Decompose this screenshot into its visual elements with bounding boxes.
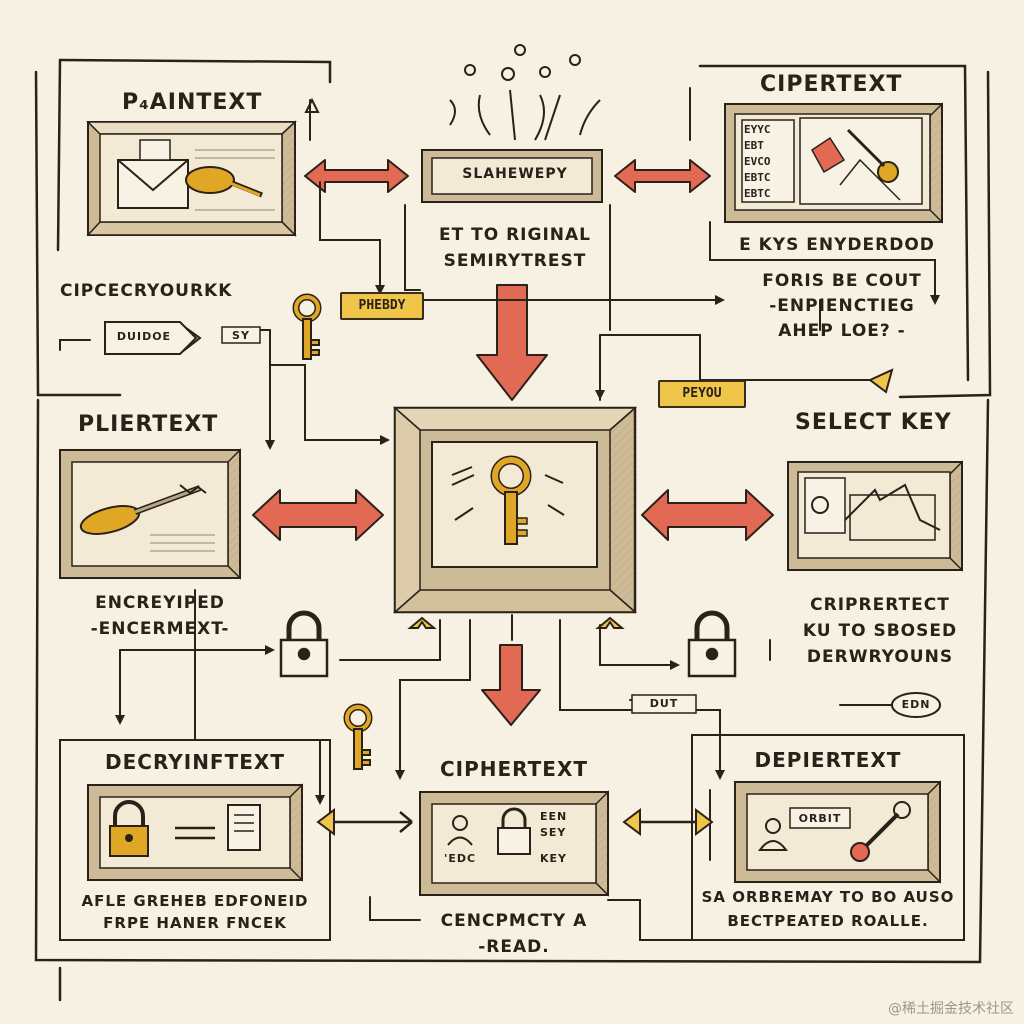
label-center-top-bar: SLAHEWEPY xyxy=(462,166,568,182)
label-right-note-1: FORIS BE COUT xyxy=(762,271,922,291)
label-right-note-2: -ENPIENCTIEG xyxy=(769,296,915,316)
outer-frames xyxy=(34,58,992,1002)
watermark: @稀土掘金技术社区 xyxy=(888,1001,1014,1017)
label-ciphertext-top: CIPERTEXT xyxy=(760,72,903,97)
padlock-icon-right xyxy=(687,610,737,678)
left-small-box xyxy=(221,326,261,344)
ciphertext-box-line: EBTC xyxy=(744,171,771,184)
depier-tag-box xyxy=(789,807,851,829)
label-depier-tag: ORBIT xyxy=(798,812,842,825)
label-encrypted-1: ENCREYIPED xyxy=(95,593,225,613)
small-tag-bottom-box xyxy=(631,694,697,714)
key-icon-upper xyxy=(292,293,322,360)
label-left-tag: DUIDOE xyxy=(116,330,172,343)
yellow-tag-left: PHEBDY xyxy=(340,292,424,320)
label-ciphertext-bottom: CIPHERTEXT xyxy=(439,757,589,781)
label-cipher-box-t3: KEY xyxy=(540,852,568,865)
select-key-panel xyxy=(787,460,963,572)
label-left-note: CIPCECRYOURKK xyxy=(60,281,233,301)
yellow-tag-right: PEYOU xyxy=(658,380,746,408)
label-ciphertext-top-caption: E KYS ENYDERDOD xyxy=(739,235,935,255)
label-depiertext: DEPIERTEXT xyxy=(754,748,902,772)
pliertext-panel xyxy=(59,448,241,580)
center-key-panel xyxy=(393,406,637,614)
label-cipher-caption-1: CENCPMCTY A xyxy=(440,911,588,931)
label-decry-caption-1: AFLE GREHEB EDFONEID xyxy=(81,892,309,910)
sparkle-decoration xyxy=(449,44,601,141)
label-cipher-box-t1: EEN xyxy=(540,810,568,823)
label-right-note-3: AHEP LOE? - xyxy=(778,321,906,341)
decryinftext-panel xyxy=(59,739,331,941)
label-ciprertect-2: KU TO SBOSED xyxy=(802,621,958,641)
label-decry-caption-2: FRPE HANER FNCEK xyxy=(103,914,287,932)
red-down-arrows xyxy=(476,284,548,726)
label-center-top-caption-2: SEMIRYTREST xyxy=(443,251,587,271)
ciphertext-top-box-lines: EYYC EBT EVCO EBTC EBTC xyxy=(744,122,794,202)
ciphertext-top-panel xyxy=(724,102,943,224)
label-ciprertect-1: CRIPRERTECT xyxy=(810,595,950,615)
label-decryinftext: DECRYINFTEXT xyxy=(105,750,285,774)
ciphertext-box-line: EVCO xyxy=(744,155,771,168)
padlock-icon-left xyxy=(279,610,329,678)
key-icon-lower xyxy=(343,703,373,770)
plaintext-panel xyxy=(86,120,297,237)
label-oval-tag: EDN xyxy=(901,698,931,711)
ciphertext-box-line: EBTC xyxy=(744,187,771,200)
depiertext-panel xyxy=(691,734,965,941)
label-cipher-caption-2: -READ. xyxy=(478,937,550,957)
label-pliertext: PLIERTEXT xyxy=(78,412,219,437)
label-depier-caption-2: BECTPEATED ROALLE. xyxy=(727,912,929,930)
top-center-bar xyxy=(421,149,603,203)
arrowheads xyxy=(115,285,940,805)
ciphertext-box-line: EBT xyxy=(744,139,764,152)
label-select-key: SELECT KEY xyxy=(795,410,952,435)
label-depier-caption-1: SA ORBREMAY TO BO AUSO xyxy=(701,888,955,906)
label-plaintext-top: P₄AINTEXT xyxy=(122,90,263,115)
red-double-arrows xyxy=(252,159,774,541)
label-small-tag-bottom: DUT xyxy=(649,697,679,710)
label-encrypted-2: -ENCERMEXT- xyxy=(90,619,230,639)
ciphertext-box-line: EYYC xyxy=(744,123,771,136)
oval-tag-shape xyxy=(891,692,941,718)
ciphertext-bottom-panel xyxy=(419,790,609,897)
label-ciprertect-3: DERWRYOUNS xyxy=(806,647,954,667)
label-left-small-box: SY xyxy=(232,329,250,342)
label-center-top-caption-1: ET TO RIGINAL xyxy=(438,225,591,245)
left-tag-arrow xyxy=(104,321,198,355)
connector-lines xyxy=(59,87,936,941)
label-cipher-box-t4: 'EDC xyxy=(444,852,477,865)
label-cipher-box-t2: SEY xyxy=(540,826,567,839)
